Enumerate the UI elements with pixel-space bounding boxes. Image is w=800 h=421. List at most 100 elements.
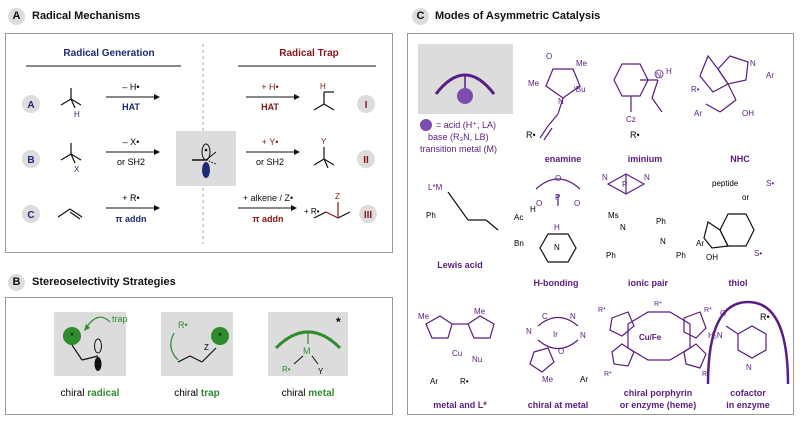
svg-text:P: P [622, 180, 627, 189]
svg-text:H: H [320, 82, 326, 91]
svg-text:*: * [336, 315, 341, 329]
svg-text:Ac: Ac [514, 213, 523, 222]
mode-h-bonding: H-bonding [534, 278, 579, 288]
svg-text:P: P [555, 193, 560, 202]
svg-text:S•: S• [754, 249, 762, 258]
svg-text:R•: R• [760, 312, 770, 322]
panel-a-title: Radical Mechanisms [32, 10, 141, 22]
panel-b-box: * trap chiral radical R• Z * chiral trap… [5, 297, 393, 415]
svg-text:Y: Y [318, 367, 324, 376]
svg-text:Ar: Ar [430, 377, 438, 386]
svg-text:+ Y•: + Y• [262, 137, 279, 147]
svg-text:Me: Me [418, 312, 430, 321]
svg-text:π addn: π addn [253, 214, 284, 224]
svg-text:H: H [530, 205, 536, 214]
svg-text:ᵗBu: ᵗBu [574, 85, 586, 94]
svg-text:M: M [303, 346, 311, 356]
svg-text:Bn: Bn [514, 239, 524, 248]
nhc-structure [699, 54, 749, 113]
mode-ionic-pair: ionic pair [628, 278, 669, 288]
svg-text:Ar: Ar [580, 375, 588, 384]
cofactor-structure [725, 325, 767, 359]
row-c-roman: III [364, 210, 373, 221]
svg-text:R•: R• [460, 377, 469, 386]
svg-text:Ph: Ph [426, 211, 436, 220]
svg-text:*: * [218, 331, 222, 341]
row-a-substrate: H [60, 88, 82, 119]
legend-base: base (R₃N, LB) [428, 132, 489, 142]
svg-text:R•: R• [691, 85, 700, 94]
row-b-product: Y [313, 137, 335, 169]
svg-text:S•: S• [766, 179, 774, 188]
row-a-label: A [27, 100, 34, 111]
svg-text:Me: Me [542, 375, 554, 384]
mode-thiol: thiol [729, 278, 748, 288]
row-a-product: H [313, 82, 335, 111]
mode-enamine: enamine [545, 154, 582, 164]
metal-ligand-structure [425, 315, 495, 339]
svg-text:N: N [644, 173, 650, 182]
svg-text:R*: R* [654, 301, 662, 308]
svg-text:O: O [558, 347, 564, 356]
svg-text:Ph: Ph [606, 251, 616, 260]
panel-c-box: = acid (H⁺, LA) base (R₃N, LB) transitio… [407, 33, 794, 415]
svg-text:+ alkene / Z•: + alkene / Z• [243, 193, 293, 203]
svg-text:R*: R* [702, 371, 710, 378]
svg-text:R•: R• [282, 365, 291, 374]
svg-text:O: O [536, 199, 542, 208]
chiral-at-metal-structure [529, 316, 579, 373]
svg-text:π addn: π addn [116, 214, 147, 224]
chiral-trap-caption: chiral trap [174, 388, 220, 399]
trap-annotation: trap [112, 314, 128, 324]
svg-text:X: X [74, 165, 80, 174]
svg-text:N: N [570, 312, 576, 321]
panel-b-drawing: * trap chiral radical R• Z * chiral trap… [54, 312, 348, 399]
svg-text:C: C [542, 312, 548, 321]
svg-text:Me: Me [528, 79, 540, 88]
chiral-radical-caption: chiral radical [61, 388, 120, 399]
row-b-roman: II [363, 155, 369, 166]
svg-text:Cu/Fe: Cu/Fe [639, 333, 662, 342]
svg-text:R*: R* [598, 307, 606, 314]
svg-text:OH: OH [706, 253, 718, 262]
svg-text:R•: R• [526, 130, 536, 140]
svg-text:N: N [526, 327, 532, 336]
panel-c-title: Modes of Asymmetric Catalysis [435, 10, 601, 22]
svg-text:Me: Me [474, 307, 486, 316]
svg-text:H₂N: H₂N [708, 331, 723, 340]
svg-text:N: N [660, 237, 666, 246]
svg-text:Ph: Ph [656, 217, 666, 226]
svg-text:N: N [580, 331, 586, 340]
svg-text:L*M: L*M [428, 183, 443, 192]
svg-text:Me: Me [576, 59, 588, 68]
mode-lewis-acid: Lewis acid [437, 260, 483, 270]
svg-text:O: O [574, 199, 580, 208]
svg-text:HAT: HAT [122, 102, 140, 112]
legend-metal: transition metal (M) [420, 144, 497, 154]
porphyrin-structure [609, 311, 707, 369]
svg-text:or SH2: or SH2 [256, 157, 284, 167]
panel-c-badge: C [412, 8, 429, 25]
ionic-pair-structure [606, 173, 646, 195]
row-c-label: C [27, 210, 34, 221]
svg-text:or: or [742, 193, 749, 202]
svg-text:Z: Z [204, 343, 209, 352]
mode-porphyrin-line2: or enzyme (heme) [620, 400, 697, 410]
panel-a-badge: A [8, 8, 25, 25]
legend-acid: = acid (H⁺, LA) [436, 120, 496, 130]
svg-text:N: N [746, 363, 752, 372]
mode-iminium: iminium [628, 154, 663, 164]
svg-text:+ H•: + H• [261, 82, 278, 92]
svg-text:N: N [750, 59, 756, 68]
svg-text:N: N [602, 173, 608, 182]
svg-text:N: N [558, 97, 564, 106]
row-b-label: B [27, 155, 34, 166]
svg-text:O: O [720, 309, 726, 318]
mode-chiral-at-metal: chiral at metal [528, 400, 589, 410]
svg-text:O: O [546, 52, 552, 61]
h-bonding-structure [535, 178, 581, 263]
mode-nhc: NHC [730, 154, 750, 164]
svg-text:H: H [666, 67, 672, 76]
svg-text:N: N [620, 223, 626, 232]
svg-text:HAT: HAT [261, 102, 279, 112]
